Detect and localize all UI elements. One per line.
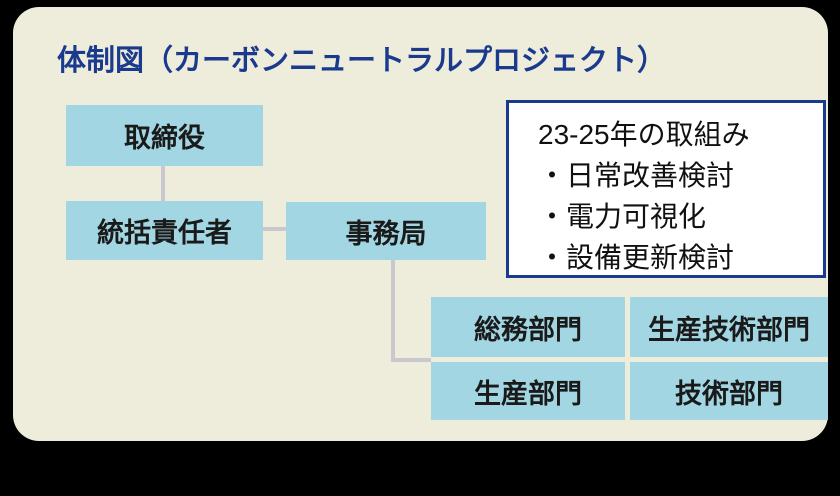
org-node-production-dept: 生産部門 — [431, 362, 625, 420]
org-node-production-engineering-dept: 生産技術部門 — [630, 297, 828, 357]
connector-secretariat-vertical — [391, 260, 395, 362]
note-box-item: ・電力可視化 — [538, 201, 707, 232]
org-node-secretariat: 事務局 — [286, 202, 486, 260]
diagram-title: 体制図（カーボンニュートラルプロジェクト） — [57, 45, 667, 77]
note-box-heading: 23-25年の取組み — [538, 119, 750, 150]
org-node-engineering-dept: 技術部門 — [630, 362, 828, 420]
org-node-director: 取締役 — [66, 105, 263, 166]
connector-secretariat-to-departments — [391, 358, 431, 362]
diagram-panel: 体制図（カーボンニュートラルプロジェクト） 取締役 統括責任者 事務局 総務部門… — [13, 7, 828, 441]
initiatives-note-box: 23-25年の取組み ・日常改善検討 ・電力可視化 ・設備更新検討 — [506, 100, 826, 278]
org-node-general-affairs-dept: 総務部門 — [431, 297, 625, 357]
note-box-item: ・設備更新検討 — [538, 242, 735, 273]
org-node-general-manager: 統括責任者 — [66, 201, 263, 260]
connector-director-to-manager — [161, 166, 165, 202]
note-box-item: ・日常改善検討 — [538, 160, 735, 191]
connector-manager-to-secretariat — [263, 227, 286, 231]
